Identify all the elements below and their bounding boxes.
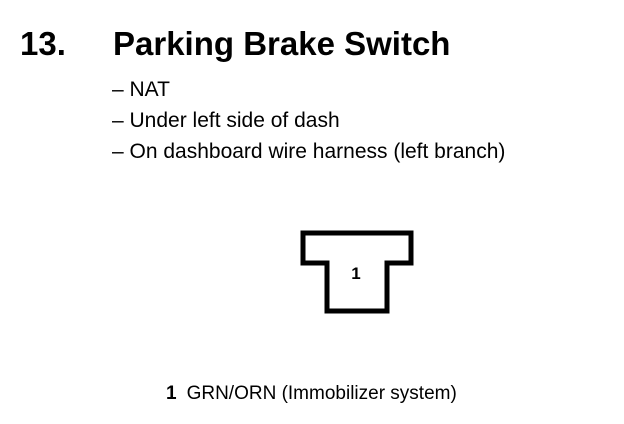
connector-diagram: 1: [300, 230, 414, 316]
legend-pin-number: 1: [166, 383, 177, 404]
page-heading: 13. Parking Brake Switch: [20, 22, 450, 66]
component-details: – NAT – Under left side of dash – On das…: [112, 74, 505, 167]
connector-body: [300, 230, 414, 314]
detail-application: – NAT: [112, 78, 170, 101]
pin-legend: 1 GRN/ORN (Immobilizer system): [166, 380, 457, 408]
detail-harness: – On dashboard wire harness (left branch…: [112, 140, 506, 163]
section-number: 13.: [20, 25, 66, 62]
detail-location: – Under left side of dash: [112, 109, 340, 132]
section-title: Parking Brake Switch: [113, 25, 451, 62]
connector-outline: 1: [300, 230, 414, 314]
connector-pin-label: 1: [351, 264, 360, 283]
legend-wire-description: GRN/ORN (Immobilizer system): [186, 383, 457, 404]
